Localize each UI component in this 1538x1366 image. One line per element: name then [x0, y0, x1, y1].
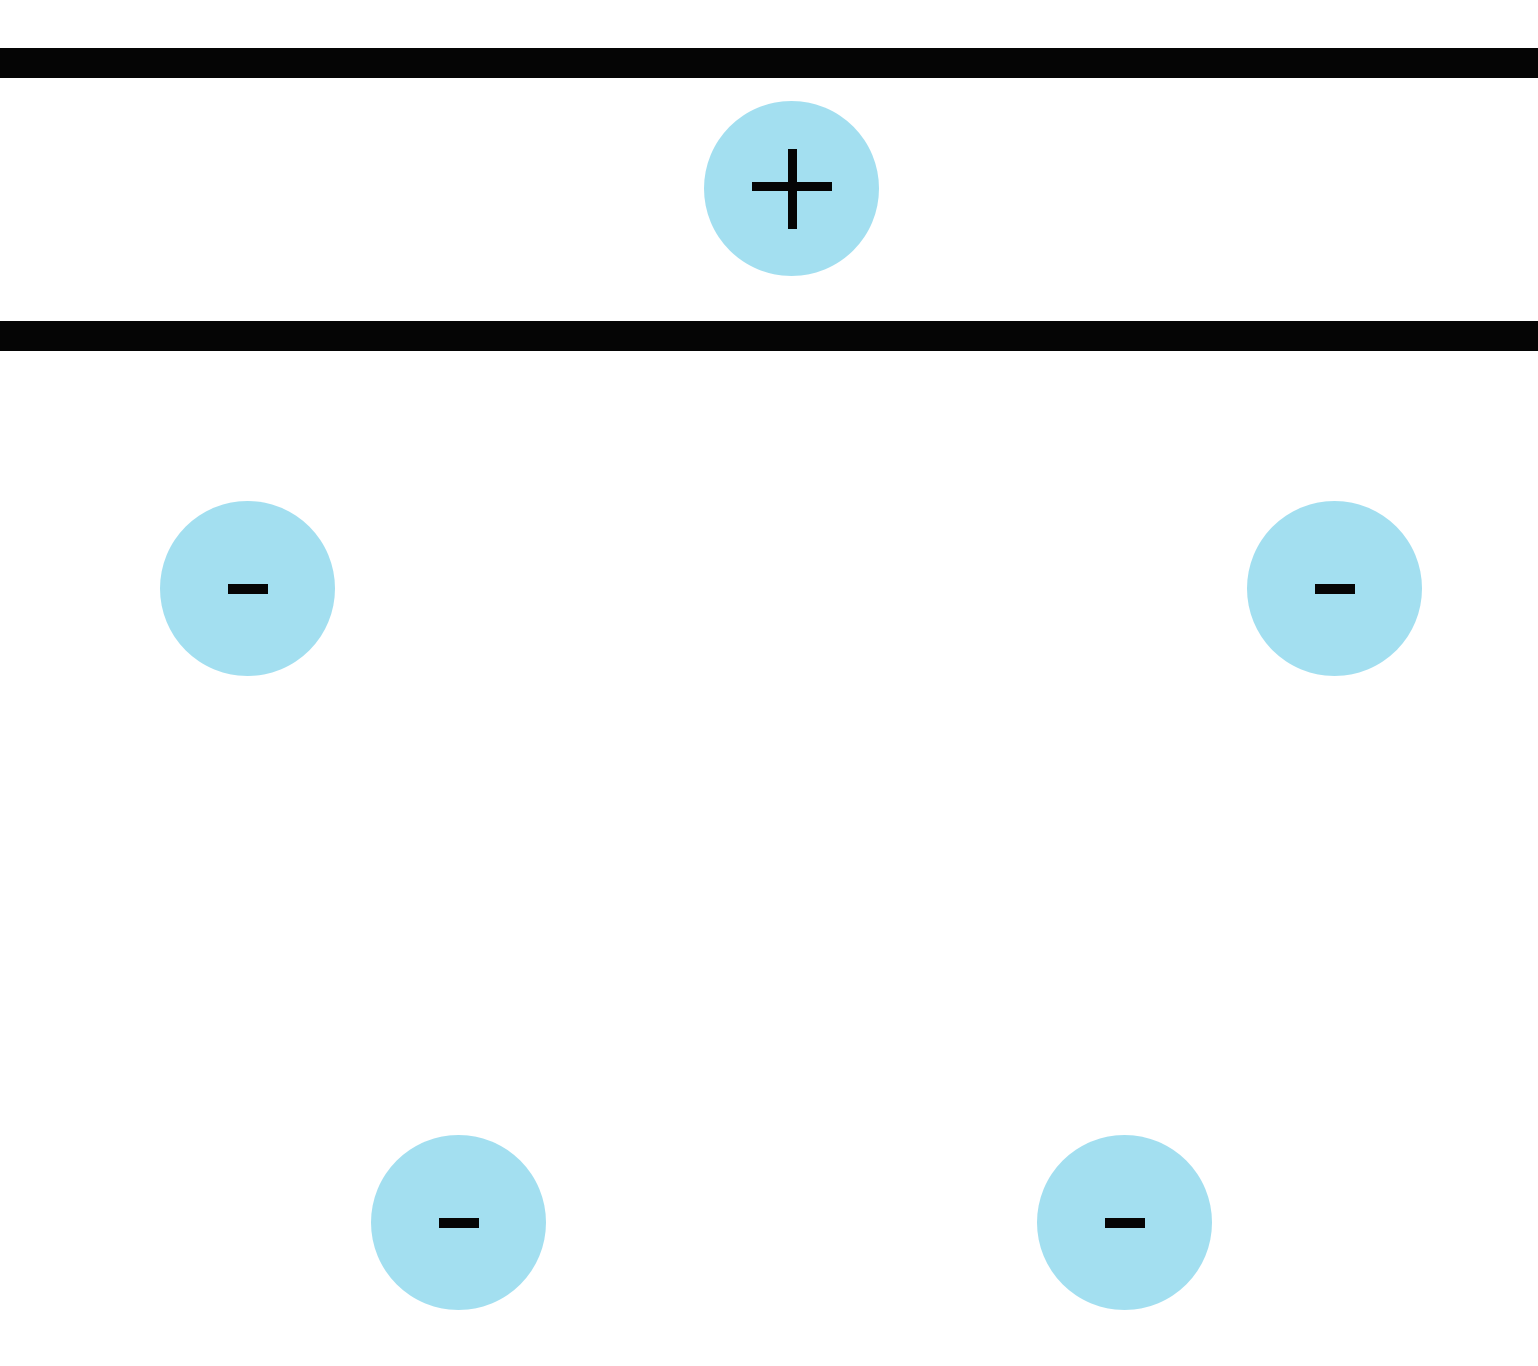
minus-icon: [1314, 583, 1355, 594]
plus-icon: [751, 148, 832, 229]
bottom-plate: [0, 321, 1538, 351]
minus-icon: [1104, 1217, 1145, 1228]
minus-icon: [227, 583, 268, 594]
minus-icon: [438, 1217, 479, 1228]
positive-charge: [704, 101, 879, 276]
negative-charge-3: [371, 1135, 546, 1310]
negative-charge-1: [160, 501, 335, 676]
negative-charge-4: [1037, 1135, 1212, 1310]
negative-charge-2: [1247, 501, 1422, 676]
top-plate: [0, 48, 1538, 78]
